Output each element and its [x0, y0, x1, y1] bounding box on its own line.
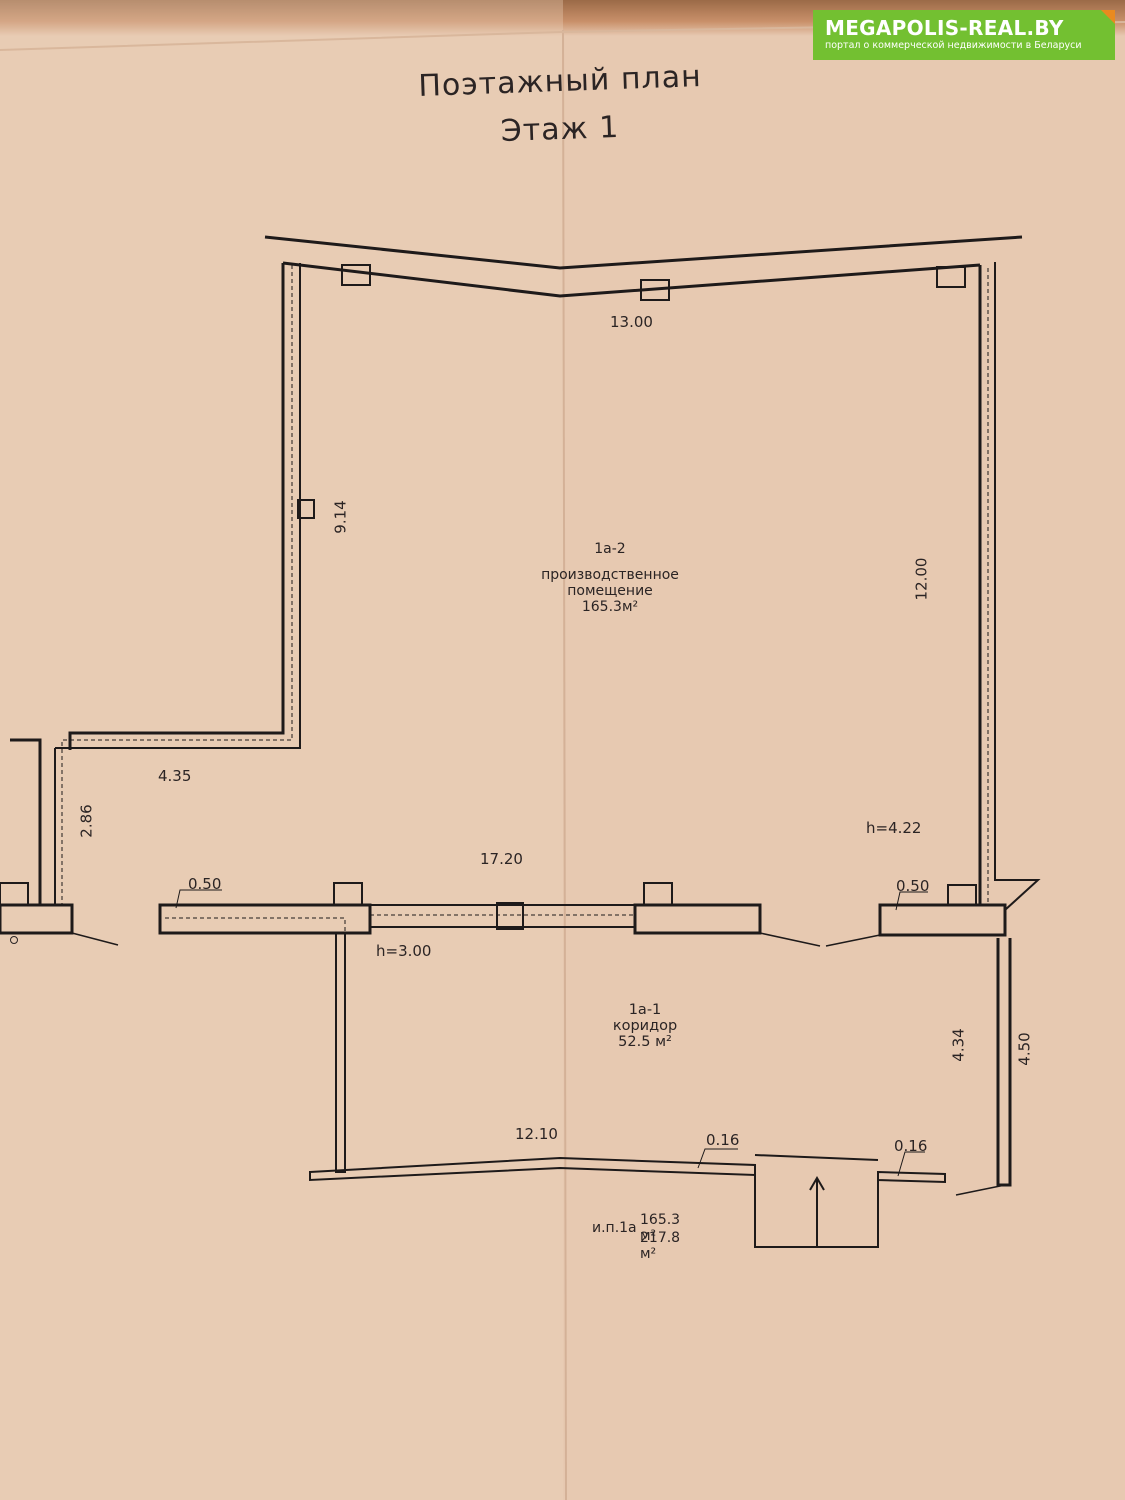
dim-height-main: h=4.22	[866, 819, 922, 837]
logo-name: MEGAPOLIS-REAL.BY	[825, 16, 1064, 40]
summary-area-total: 217.8 м²	[640, 1230, 681, 1262]
door-swing-corridor	[955, 1184, 1006, 1196]
summary-area-main: 165.3 м²	[640, 1212, 681, 1244]
corridor-left-wall	[335, 933, 346, 1173]
column-partition-left	[333, 882, 363, 906]
paper-fold-left	[0, 0, 563, 1500]
dim-left-wall: 9.14	[331, 500, 350, 534]
top-wall	[264, 235, 1023, 270]
dim-right-wall: 12.00	[912, 557, 931, 601]
column-top-right	[936, 266, 966, 288]
dim-wall-b: 0.16	[894, 1137, 928, 1155]
dim-partition-length: 17.20	[480, 850, 523, 868]
dim-pier-left: 0.50	[188, 875, 222, 893]
left-upper-wall-inner	[55, 263, 301, 749]
logo-tagline: портал о коммерческой недвижимости в Бел…	[825, 40, 1082, 51]
column-partition-mid	[496, 902, 524, 930]
leader-pier-left	[175, 889, 222, 909]
summary-label: и.п.1а	[592, 1220, 637, 1236]
door-swing-center	[759, 932, 821, 947]
room-corridor-area: 52.5 м²	[618, 1034, 672, 1050]
room-production-label: 1а-2 производственное помещение 165.3м²	[520, 541, 700, 615]
dim-pier-right: 0.50	[896, 877, 930, 895]
far-left-block	[0, 903, 74, 935]
room-corridor-label: 1а-1 коридор 52.5 м²	[580, 1002, 710, 1050]
dim-ledge-height: 2.86	[77, 804, 96, 838]
left-upper-wall	[68, 263, 285, 750]
room-production-number: 1а-2	[594, 541, 626, 557]
pier-right-block	[878, 903, 1007, 937]
leader-pier-right	[895, 891, 928, 911]
dim-wall-a: 0.16	[706, 1131, 740, 1149]
corridor-bottom-right-wall	[877, 1170, 946, 1184]
dim-corridor-inner-height: 4.34	[949, 1028, 968, 1062]
column-left-wall	[297, 499, 315, 519]
site-logo[interactable]: MEGAPOLIS-REAL.BY портал о коммерческой …	[813, 10, 1115, 60]
walls	[0, 235, 1041, 1248]
dim-corridor-outer-height: 4.50	[1015, 1032, 1034, 1066]
dim-ledge: 4.35	[158, 767, 192, 785]
entrance-arrow-head	[809, 1176, 825, 1191]
column-top-mid	[640, 279, 670, 301]
paper-fold-line	[562, 29, 567, 1500]
column-top-left	[341, 264, 371, 286]
leader-wall-b	[897, 1151, 925, 1177]
dashed-left-wall	[61, 265, 293, 905]
right-wall-outer	[994, 262, 1041, 935]
corridor-right-wall	[996, 938, 1012, 1187]
room-production-area: 165.3м²	[581, 599, 639, 615]
dashed-partition	[165, 917, 346, 933]
column-partition-far-right	[947, 884, 977, 906]
logo-corner-mark	[1101, 10, 1115, 24]
dashed-guides	[61, 265, 989, 933]
dim-height-corridor: h=3.00	[376, 942, 432, 960]
dim-corridor-width: 12.10	[515, 1125, 558, 1143]
room-production-name-2: помещение	[567, 583, 653, 599]
marker-circle	[10, 936, 18, 944]
door-swing-left	[71, 932, 119, 946]
column-far-left	[0, 882, 29, 906]
top-wall-inner	[282, 261, 981, 298]
room-production-name-1: производственное	[541, 567, 679, 583]
left-ledge-wall	[10, 738, 42, 905]
leader-wall-a	[697, 1148, 738, 1169]
room-corridor-name: коридор	[612, 1018, 678, 1034]
room-corridor-number: 1а-1	[628, 1002, 662, 1018]
door-swing-right	[825, 934, 881, 947]
pier-mid-block	[633, 903, 762, 935]
column-partition-right	[643, 882, 673, 906]
dim-top-width: 13.00	[610, 313, 653, 331]
